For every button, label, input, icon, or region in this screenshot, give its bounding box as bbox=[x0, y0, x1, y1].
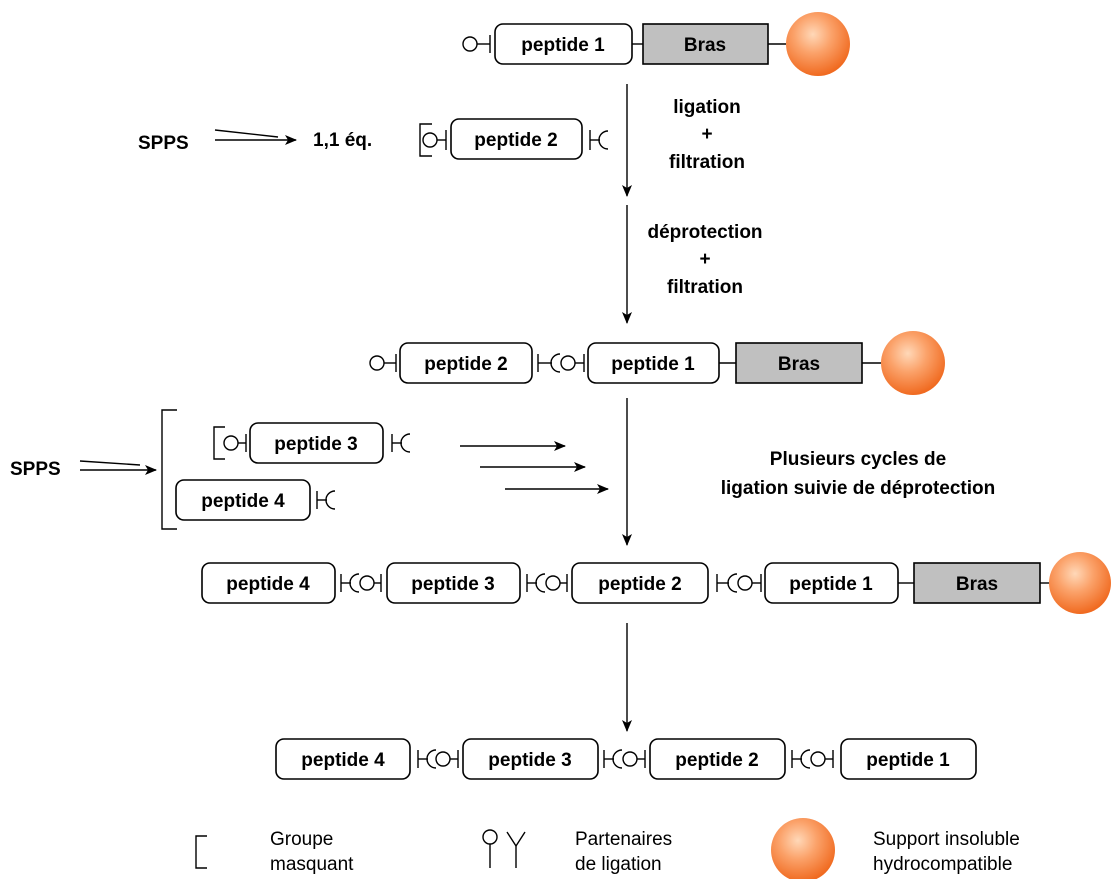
peptide-1-box bbox=[840, 738, 977, 780]
cycles-text-line1: Plusieurs cycles de bbox=[770, 449, 946, 470]
filtration-text-2: filtration bbox=[667, 277, 743, 298]
ligation-partner-icon bbox=[598, 130, 609, 150]
bras-linker-box bbox=[913, 562, 1041, 604]
peptide-2-label: peptide 2 bbox=[675, 750, 758, 771]
peptide-2-box bbox=[571, 562, 709, 604]
peptide-4-box bbox=[201, 562, 336, 604]
peptide-1-label: peptide 1 bbox=[611, 354, 695, 375]
solid-support-bead bbox=[881, 331, 945, 395]
bras-label: Bras bbox=[778, 354, 820, 375]
peptide-1-label: peptide 1 bbox=[521, 35, 605, 56]
spps-label: SPPS bbox=[138, 133, 189, 154]
peptide-4-label: peptide 4 bbox=[301, 750, 385, 771]
row-1-construct: peptide 1 Bras bbox=[462, 12, 850, 76]
peptide-3-reagent: peptide 3 bbox=[213, 422, 411, 464]
support-legend-icon bbox=[771, 818, 835, 879]
bras-label: Bras bbox=[956, 574, 998, 595]
peptide-4-label: peptide 4 bbox=[226, 574, 310, 595]
peptide-4-label: peptide 4 bbox=[201, 491, 285, 512]
ligation-text: ligation bbox=[673, 97, 741, 118]
peptide-3-label: peptide 3 bbox=[488, 750, 571, 771]
peptide-3-label: peptide 3 bbox=[274, 434, 357, 455]
legend-masking-line2: masquant bbox=[270, 854, 354, 875]
ligation-partner-icon bbox=[462, 36, 478, 52]
peptide-1-label: peptide 1 bbox=[866, 750, 950, 771]
peptide-2-box bbox=[399, 342, 533, 384]
cycles-text-line2: ligation suivie de déprotection bbox=[721, 478, 995, 499]
plus-text-2: + bbox=[699, 249, 710, 270]
peptide-4-reagent: peptide 4 bbox=[175, 479, 336, 521]
peptide-2-label: peptide 2 bbox=[474, 130, 557, 151]
peptide-2-label: peptide 2 bbox=[598, 574, 681, 595]
final-product: peptide 4 peptide 3 peptide 2 peptide 1 bbox=[275, 738, 977, 780]
solid-support-bead bbox=[1049, 552, 1111, 614]
equivalents-label: 1,1 éq. bbox=[313, 130, 372, 151]
peptide-3-box bbox=[386, 562, 521, 604]
masking-group-legend-icon bbox=[195, 835, 207, 869]
legend-masking-line1: Groupe bbox=[270, 829, 333, 850]
row-3-construct: peptide 4 peptide 3 peptide 2 peptide 1 … bbox=[201, 552, 1111, 614]
legend-partners-line2: de ligation bbox=[575, 854, 662, 875]
peptide-3-box bbox=[249, 422, 384, 464]
legend-support-line2: hydrocompatible bbox=[873, 854, 1012, 875]
peptide-3-box bbox=[462, 738, 599, 780]
ligation-partner-fork-icon bbox=[506, 831, 526, 848]
legend-support-line1: Support insoluble bbox=[873, 829, 1020, 850]
peptide-3-label: peptide 3 bbox=[411, 574, 494, 595]
peptide-2-label: peptide 2 bbox=[424, 354, 507, 375]
solid-support-bead bbox=[786, 12, 850, 76]
bras-label: Bras bbox=[684, 35, 726, 56]
row-2-construct: peptide 2 peptide 1 Bras bbox=[369, 331, 945, 395]
peptide-2-box bbox=[649, 738, 786, 780]
deprotection-text: déprotection bbox=[647, 222, 762, 243]
bras-linker-box bbox=[642, 23, 769, 65]
masking-group-icon bbox=[419, 123, 432, 157]
plus-text: + bbox=[701, 124, 712, 145]
peptide-4-box bbox=[275, 738, 411, 780]
peptide-1-label: peptide 1 bbox=[789, 574, 873, 595]
peptide-4-box bbox=[175, 479, 311, 521]
legend: Groupe masquant Partenaires de ligation … bbox=[195, 818, 1020, 879]
legend-partners-line1: Partenaires bbox=[575, 829, 672, 850]
reagent-bracket bbox=[161, 409, 177, 530]
peptide-2-box bbox=[450, 118, 583, 160]
ligation-partner-circle-icon bbox=[482, 829, 498, 845]
spps-label-2: SPPS bbox=[10, 459, 61, 480]
peptide-2-reagent: peptide 2 bbox=[419, 118, 609, 160]
filtration-text: filtration bbox=[669, 152, 745, 173]
